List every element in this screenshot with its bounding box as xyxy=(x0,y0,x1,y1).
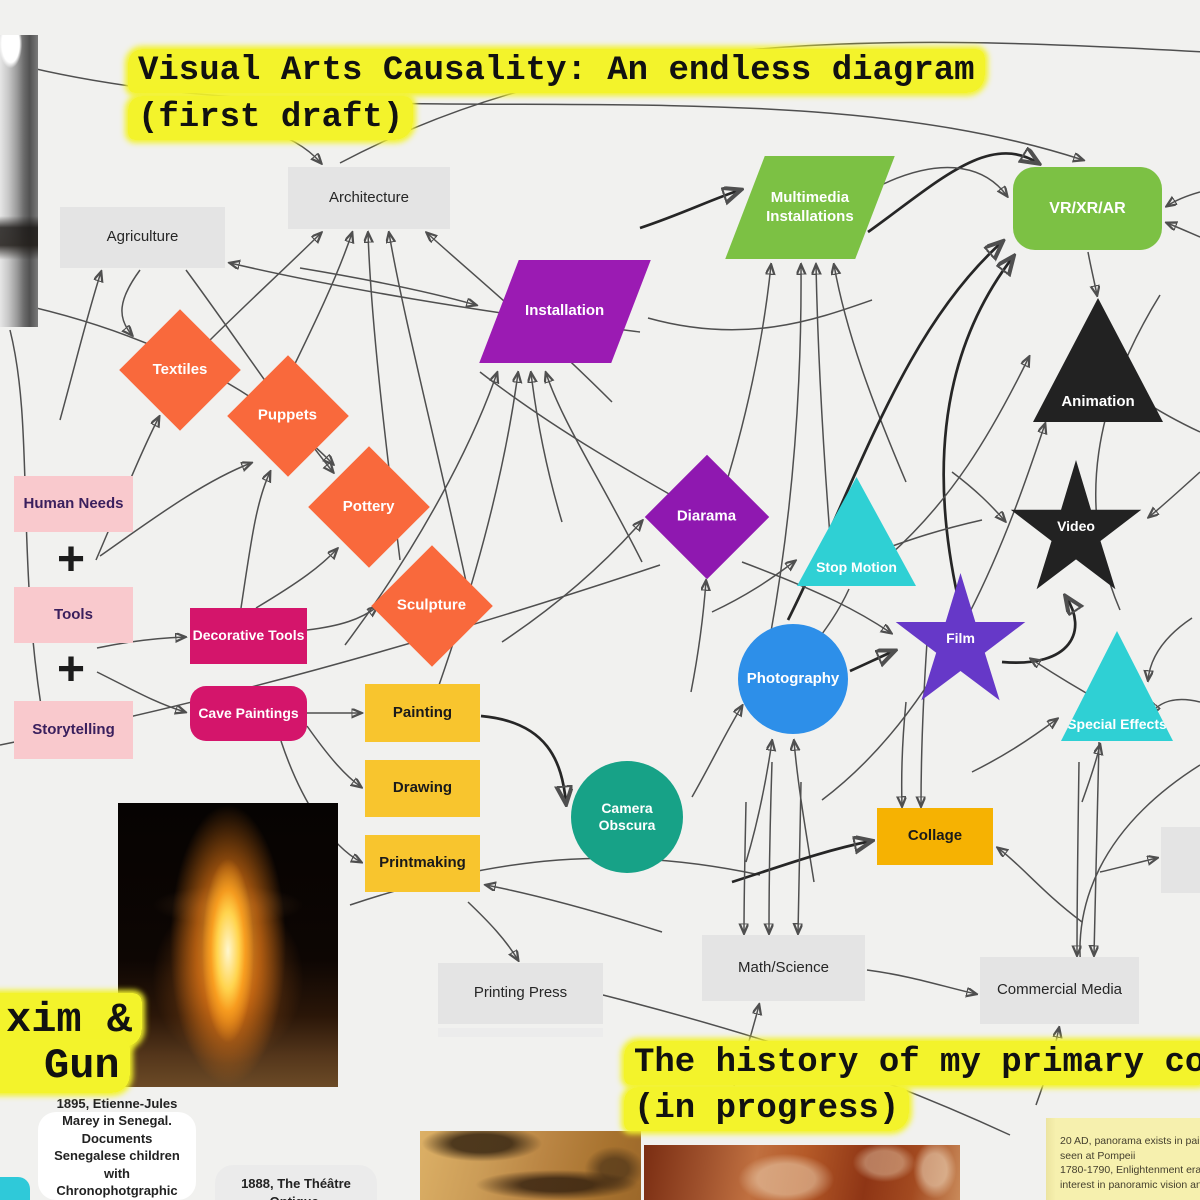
node-label: Storytelling xyxy=(32,720,115,738)
node-label: Video xyxy=(1057,518,1095,535)
history-caption-line2[interactable]: (in progress) xyxy=(624,1087,910,1131)
sticky-line: 1780-1790, Enlightenment era xyxy=(1060,1164,1200,1177)
node-photography[interactable]: Photography xyxy=(738,624,848,734)
node-clipped-right[interactable] xyxy=(1161,827,1200,893)
node-printing-press[interactable]: Printing Press xyxy=(438,963,603,1024)
node-label: Multimedia Installations xyxy=(766,188,854,225)
sticky-line: interest in panoramic vision and xyxy=(1060,1179,1200,1192)
node-label: Special Effects xyxy=(1067,715,1167,732)
node-label: VR/XR/AR xyxy=(1049,199,1126,217)
note-1888-theatre-optique[interactable]: 1888, The Théâtre Optique, xyxy=(215,1165,377,1200)
node-label: Camera Obscura xyxy=(598,799,656,834)
cave-painting-hands-photo[interactable] xyxy=(644,1145,960,1200)
node-label: Animation xyxy=(1061,393,1135,411)
node-math-science[interactable]: Math/Science xyxy=(702,935,865,1001)
node-agriculture[interactable]: Agriculture xyxy=(60,207,225,268)
node-camera-obscura[interactable]: Camera Obscura xyxy=(571,761,683,873)
node-label: Film xyxy=(946,630,975,647)
board-title-line1[interactable]: Visual Arts Causality: An endless diagra… xyxy=(128,49,985,93)
node-label: Decorative Tools xyxy=(192,627,305,644)
node-label: Puppets xyxy=(258,406,318,424)
node-label: Architecture xyxy=(328,188,410,206)
caption-text: xim & xyxy=(0,993,143,1047)
node-human-needs[interactable]: Human Needs xyxy=(14,476,133,532)
node-architecture[interactable]: Architecture xyxy=(288,167,450,229)
sticky-line: 20 AD, panorama exists in pain xyxy=(1060,1135,1200,1147)
node-label: Printmaking xyxy=(379,854,466,872)
note-1895-marey[interactable]: 1895, Etienne-Jules Marey in Senegal. Do… xyxy=(38,1096,196,1200)
node-label: Collage xyxy=(907,827,963,845)
cave-painting-animals-photo[interactable] xyxy=(420,1131,641,1200)
sticky-note-panorama[interactable]: 20 AD, panorama exists in pain seen at P… xyxy=(1046,1118,1200,1200)
node-label: Pottery xyxy=(343,497,395,515)
node-label: Painting xyxy=(392,703,453,721)
node-label: Human Needs xyxy=(23,494,124,512)
plus-sign: + xyxy=(57,643,86,696)
node-label: Math/Science xyxy=(738,958,829,976)
node-label: Cave Paintings xyxy=(198,704,299,721)
node-tools[interactable]: Tools xyxy=(14,587,133,643)
node-printmaking[interactable]: Printmaking xyxy=(365,835,480,892)
gun-bw-photo[interactable] xyxy=(0,35,38,327)
board-title-line2[interactable]: (first draft) xyxy=(128,96,414,140)
title-text: (first draft) xyxy=(128,96,414,140)
history-caption-line1[interactable]: The history of my primary co xyxy=(624,1041,1200,1085)
note-text: 1895, Etienne-Jules Marey in Senegal. Do… xyxy=(54,1095,180,1199)
node-storytelling[interactable]: Storytelling xyxy=(14,701,133,759)
clipped-cyan-shape[interactable] xyxy=(0,1177,30,1200)
caption-text: Gun xyxy=(0,1039,130,1093)
node-label: Tools xyxy=(54,605,93,623)
node-label: Diarama xyxy=(677,507,737,525)
node-collage[interactable]: Collage xyxy=(877,808,993,865)
node-label: Drawing xyxy=(392,779,453,797)
sticky-line: seen at Pompeii xyxy=(1060,1149,1136,1162)
printing-press-shadow xyxy=(438,1028,603,1037)
node-label: Stop Motion xyxy=(816,558,897,575)
plus-sign: + xyxy=(57,533,86,586)
node-drawing[interactable]: Drawing xyxy=(365,760,480,817)
node-cave-paintings[interactable]: Cave Paintings xyxy=(190,686,307,741)
title-text: Visual Arts Causality: An endless diagra… xyxy=(128,49,985,93)
bonfire-photo[interactable] xyxy=(118,803,338,1087)
node-vr-xr-ar[interactable]: VR/XR/AR xyxy=(1013,167,1162,250)
node-decorative-tools[interactable]: Decorative Tools xyxy=(190,608,307,664)
maxim-caption-line2[interactable]: Gun xyxy=(0,1039,130,1093)
caption-text: The history of my primary co xyxy=(624,1041,1200,1085)
note-text: 1888, The Théâtre Optique, xyxy=(241,1176,351,1200)
node-painting[interactable]: Painting xyxy=(365,684,480,742)
node-label: Installation xyxy=(525,302,605,320)
caption-text: (in progress) xyxy=(624,1087,910,1131)
node-label: Printing Press xyxy=(473,984,568,1002)
maxim-caption-line1[interactable]: xim & xyxy=(0,993,143,1047)
node-label: Agriculture xyxy=(106,228,179,246)
node-label: Sculpture xyxy=(397,596,467,614)
node-commercial-media[interactable]: Commercial Media xyxy=(980,957,1139,1024)
node-label: Textiles xyxy=(152,360,208,378)
node-label: Commercial Media xyxy=(996,981,1123,999)
node-label: Photography xyxy=(746,669,840,687)
